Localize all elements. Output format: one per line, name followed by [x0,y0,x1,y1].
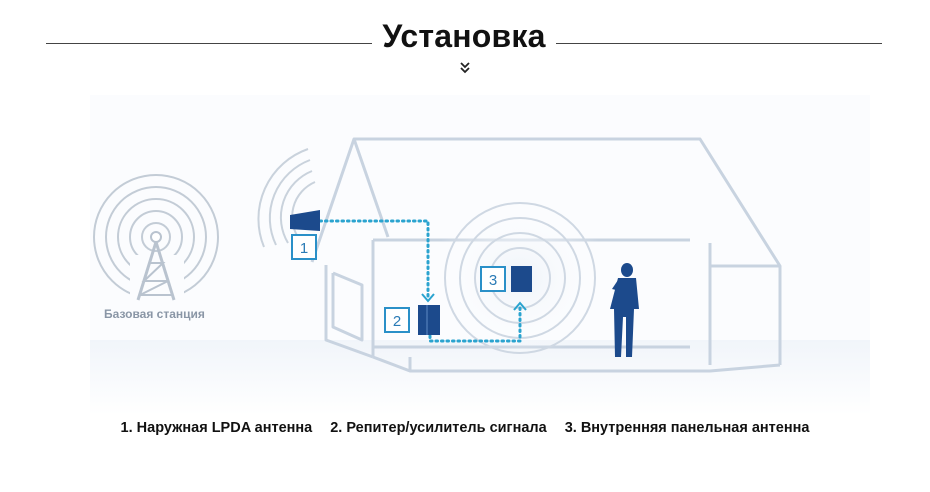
outdoor-lpda-antenna [290,210,320,231]
arrow-down-icon [421,293,435,303]
arrow-up-icon [513,301,527,311]
marker-1: 1 [291,234,317,260]
header-divider-right [556,43,882,44]
caption-repeater: 2. Репитер/усилитель сигнала [330,420,547,436]
ground-shadow [90,340,870,415]
outdoor-antenna-waves [257,148,316,248]
svg-text:2: 2 [393,313,401,330]
base-station-tower [93,174,219,305]
page-title: Установка [382,18,546,54]
marker-3: 3 [480,266,506,292]
svg-text:1: 1 [300,240,308,257]
installation-diagram: 1 2 3 [90,95,870,415]
repeater-amplifier [418,305,440,335]
chevron-down-icon [460,62,470,74]
header-divider-left [46,43,372,44]
indoor-panel-antenna [511,266,532,292]
caption-indoor-antenna: 3. Внутренняя панельная антенна [564,420,810,436]
caption-outdoor-antenna: 1. Наружная LPDA антенна [120,420,313,436]
marker-2: 2 [384,307,410,333]
person-icon [610,263,639,357]
base-station-label: Базовая станция [104,307,205,321]
svg-text:3: 3 [489,272,497,289]
legend-captions: 1. Наружная LPDA антенна 2. Репитер/усил… [0,420,930,436]
